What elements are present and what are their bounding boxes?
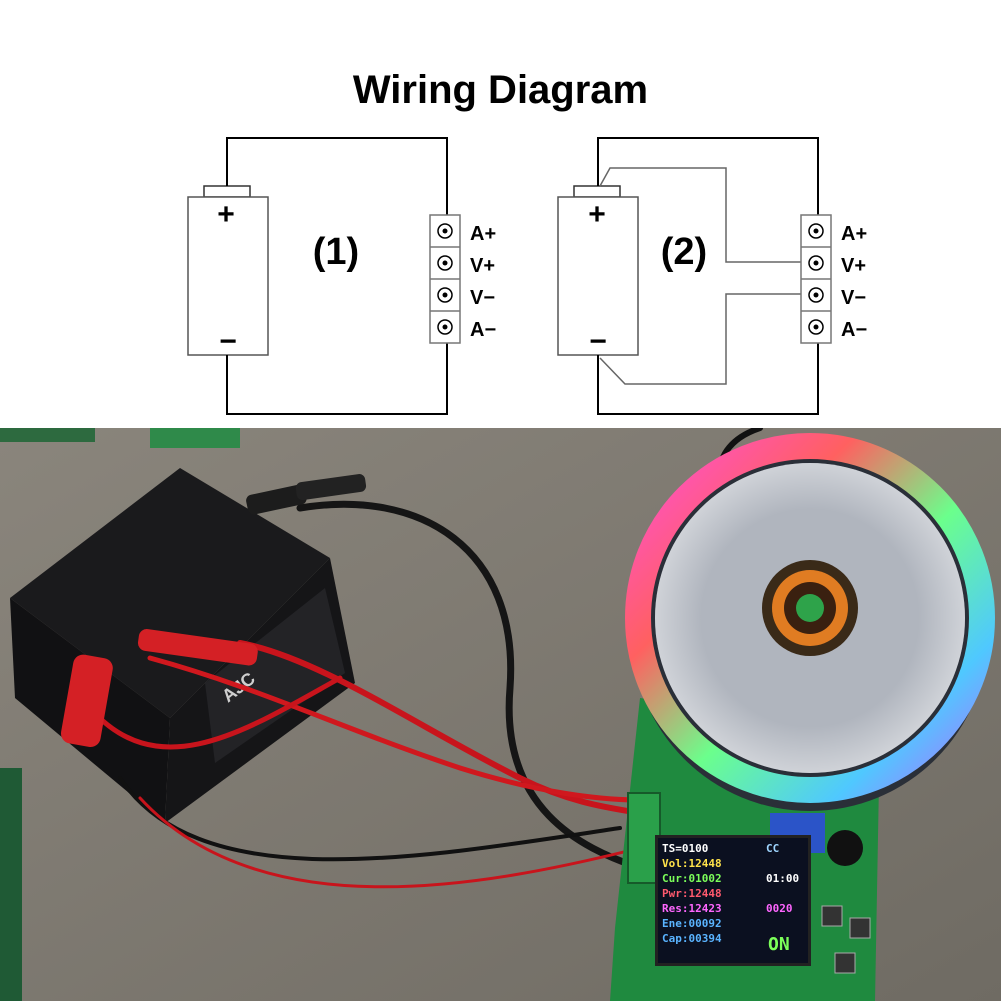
terminal-block-green xyxy=(627,792,661,884)
setup-photo: AJC xyxy=(0,428,1001,1001)
lcd-row-vol: Vol:12448 xyxy=(662,857,722,870)
green-mat-left xyxy=(0,768,22,1001)
lcd-display: TS=0100 Vol:12448 Cur:01002 Pwr:12448 Re… xyxy=(655,835,811,966)
wire-2-sense-negative xyxy=(599,293,805,385)
photo-illustration: AJC xyxy=(0,428,1001,1001)
green-mat-edge xyxy=(0,428,95,442)
lcd-row-pwr: Pwr:12448 xyxy=(662,887,722,900)
cooling-fan xyxy=(625,433,995,811)
wire-2-current-negative xyxy=(597,326,819,415)
lcd-timer: 01:00 xyxy=(766,872,800,885)
terminal-1-v-minus: V− xyxy=(470,287,495,309)
wiring-diagram: + − (1) A+ V+ V− A− + − (2) A+ V+ V− A− xyxy=(187,137,867,415)
battery-1-plus: + xyxy=(217,198,235,231)
terminal-screws-2 xyxy=(808,223,824,335)
terminal-1-v-plus: V+ xyxy=(470,255,495,277)
lcd-cutoff: 0020 xyxy=(766,902,793,915)
wire-1-negative xyxy=(226,326,448,415)
tact-button-1 xyxy=(821,905,843,927)
alligator-clips xyxy=(60,474,367,747)
battery-2-plus: + xyxy=(588,198,606,231)
battery-1-body xyxy=(187,196,269,356)
diagram-1 xyxy=(187,137,461,415)
terminal-2-a-plus: A+ xyxy=(841,223,867,245)
battery-2-minus: − xyxy=(589,325,607,358)
lcd-mode: CC xyxy=(766,842,780,855)
wire-2-sense-positive xyxy=(599,167,805,263)
buzzer xyxy=(827,830,863,866)
battery-1-minus: − xyxy=(219,325,237,358)
diagram-1-label: (1) xyxy=(313,231,359,273)
lcd-row-res: Res:12423 xyxy=(662,902,722,915)
battery-1-cap xyxy=(203,185,251,198)
tact-button-2 xyxy=(849,917,871,939)
lcd-state: ON xyxy=(768,934,790,955)
battery-2-body xyxy=(557,196,639,356)
pcb-fragment xyxy=(150,428,240,448)
diagram-2-label: (2) xyxy=(661,231,707,273)
wire-2-current-positive xyxy=(597,137,819,230)
terminal-1-a-minus: A− xyxy=(470,319,496,341)
diagram-2 xyxy=(557,137,832,415)
terminal-2-v-plus: V+ xyxy=(841,255,866,277)
terminal-screws-1 xyxy=(437,223,453,335)
lcd-row-cap: Cap:00394 xyxy=(662,932,722,945)
page-title: Wiring Diagram xyxy=(352,68,649,112)
tact-button-3 xyxy=(834,952,856,974)
battery-2-cap xyxy=(573,185,621,198)
terminal-1-a-plus: A+ xyxy=(470,223,496,245)
terminal-2-a-minus: A− xyxy=(841,319,867,341)
terminal-2-v-minus: V− xyxy=(841,287,866,309)
wires xyxy=(87,428,763,889)
lcd-row-cur: Cur:01002 xyxy=(662,872,722,885)
wire-1-positive xyxy=(226,137,448,230)
lcd-row-ts: TS=0100 xyxy=(662,842,709,855)
lcd-row-ene: Ene:00092 xyxy=(662,917,722,930)
